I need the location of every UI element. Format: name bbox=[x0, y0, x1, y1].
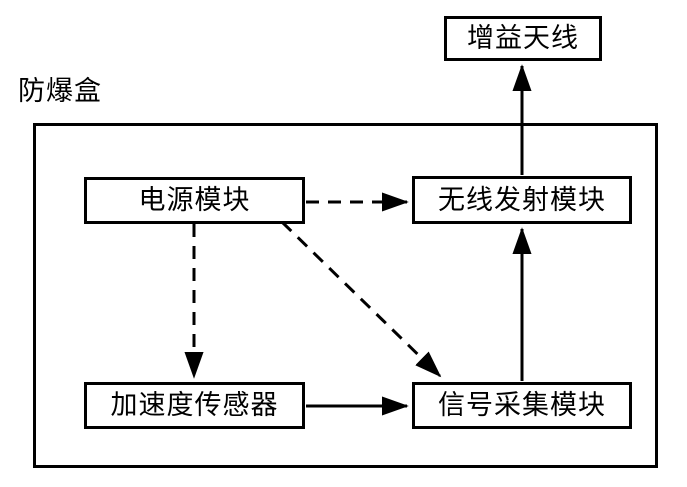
node-wireless-transmitter-module-label: 无线发射模块 bbox=[438, 184, 606, 216]
node-acceleration-sensor-label: 加速度传感器 bbox=[110, 390, 279, 421]
node-signal-acquisition-module-label: 信号采集模块 bbox=[438, 390, 606, 421]
explosion-proof-box-label: 防爆盒 bbox=[18, 76, 102, 107]
node-power-module-label: 电源模块 bbox=[138, 185, 251, 216]
node-gain-antenna[interactable]: 增益天线 bbox=[444, 16, 602, 61]
node-wireless-transmitter-module[interactable]: 无线发射模块 bbox=[412, 176, 632, 224]
explosion-proof-box-enclosure bbox=[33, 123, 658, 468]
node-power-module[interactable]: 电源模块 bbox=[84, 177, 305, 224]
node-signal-acquisition-module[interactable]: 信号采集模块 bbox=[412, 382, 632, 429]
node-acceleration-sensor[interactable]: 加速度传感器 bbox=[84, 382, 305, 429]
connector-power-to-acquire bbox=[280, 220, 442, 378]
node-gain-antenna-label: 增益天线 bbox=[467, 23, 579, 54]
